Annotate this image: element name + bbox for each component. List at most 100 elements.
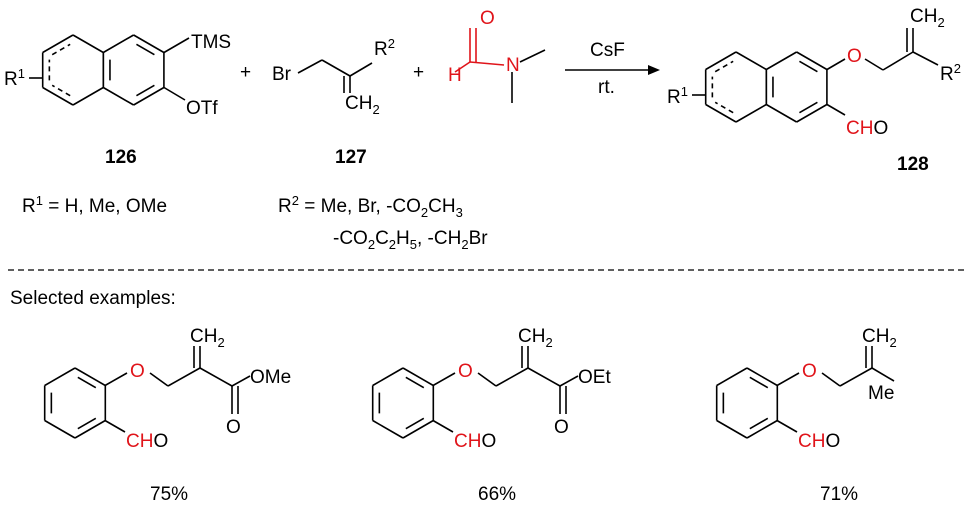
bond	[765, 103, 797, 123]
bond	[231, 375, 251, 387]
bond	[714, 101, 734, 114]
bond	[372, 367, 404, 387]
ch2-label: CH2	[190, 326, 225, 350]
bond	[104, 372, 128, 387]
bond	[77, 376, 97, 389]
bond	[432, 419, 454, 433]
bond	[735, 51, 767, 71]
carbonyl-o: O	[554, 417, 569, 438]
bond	[826, 58, 846, 71]
ch2-label-127: CH2	[345, 93, 380, 117]
bond	[42, 86, 74, 106]
ch2-label-128: CH2	[910, 6, 945, 30]
ether-o: O	[130, 361, 145, 382]
bond	[799, 101, 818, 114]
example-2: O CH2 OEt O CHO 66%	[454, 326, 611, 505]
bond	[133, 86, 165, 106]
bond	[776, 419, 798, 433]
ester-group: OMe	[250, 367, 291, 388]
compound-126-label: 126	[105, 147, 137, 168]
bond	[527, 367, 561, 387]
ether-o: O	[458, 361, 473, 382]
cho-label: CHO	[454, 431, 496, 452]
bond	[102, 86, 135, 106]
bond	[714, 60, 734, 73]
bond	[51, 43, 71, 56]
bond	[796, 51, 828, 71]
bond	[796, 103, 828, 123]
bond	[321, 59, 351, 77]
yield-label: 71%	[820, 484, 858, 505]
bond	[871, 367, 895, 382]
bond	[402, 367, 434, 387]
bond	[839, 367, 873, 387]
bond	[163, 86, 186, 101]
bond	[454, 61, 471, 73]
bond	[167, 367, 201, 387]
carbonyl-o: O	[226, 417, 241, 438]
bond	[882, 51, 914, 71]
bond	[746, 367, 778, 387]
bond	[102, 34, 135, 54]
bond	[44, 419, 76, 439]
bond	[519, 49, 546, 63]
bond	[864, 58, 884, 71]
tms-label: TMS	[191, 32, 231, 53]
br-label: Br	[272, 64, 292, 85]
bond	[405, 376, 425, 389]
yield-label: 66%	[478, 484, 516, 505]
bond	[912, 51, 939, 66]
bond	[349, 62, 373, 77]
r1-label-128: R1	[667, 84, 688, 108]
bond	[136, 84, 155, 97]
ether-o-128: O	[847, 46, 862, 67]
bond	[402, 419, 434, 439]
yield-label: 75%	[150, 484, 188, 505]
ch2-label: CH2	[518, 326, 553, 350]
formamide-o: O	[480, 8, 495, 29]
bond	[405, 417, 425, 430]
cho-label: CHO	[126, 431, 168, 452]
bond	[199, 367, 233, 387]
condition-rt: rt.	[598, 77, 615, 98]
arrow-head	[648, 65, 660, 75]
cho-label-128: CHO	[846, 118, 888, 139]
plus-sign: +	[413, 62, 424, 83]
bond	[735, 103, 767, 123]
methyl-group: Me	[868, 383, 894, 404]
bond	[372, 419, 404, 439]
formamide-bonds	[454, 28, 505, 73]
example-3: O CH2 Me CHO 71%	[798, 326, 897, 505]
bond	[716, 367, 748, 387]
cho-label: CHO	[798, 431, 840, 452]
bond	[297, 59, 323, 74]
ether-o: O	[802, 361, 817, 382]
bond	[746, 419, 778, 439]
r2-label-127: R2	[374, 36, 395, 60]
r2-label-128: R2	[940, 61, 961, 85]
bond	[821, 372, 841, 387]
bond	[133, 34, 165, 54]
r2-definition-line1: R2 = Me, Br, -CO2CH3	[278, 193, 463, 220]
bond	[42, 34, 74, 54]
ch2-label: CH2	[862, 326, 897, 350]
bond	[749, 376, 769, 389]
plus-sign: +	[240, 62, 251, 83]
ester-group: OEt	[578, 367, 611, 388]
bond	[163, 37, 190, 54]
bond	[44, 367, 76, 387]
bond	[477, 372, 497, 387]
bond	[705, 51, 737, 71]
examples-heading: Selected examples:	[10, 288, 176, 309]
example-1: O CH2 OMe O CHO 75%	[126, 326, 291, 505]
bond	[826, 103, 846, 116]
bonds	[29, 28, 939, 439]
reagent-csf: CsF	[590, 40, 625, 61]
r2-definition-line2: -CO2C2H5, -CH2Br	[333, 228, 488, 252]
bond	[74, 419, 106, 439]
r1-label-126: R1	[4, 66, 25, 90]
r1-definition: R1 = H, Me, OMe	[22, 193, 167, 217]
bond	[72, 34, 104, 54]
bond	[136, 43, 155, 56]
